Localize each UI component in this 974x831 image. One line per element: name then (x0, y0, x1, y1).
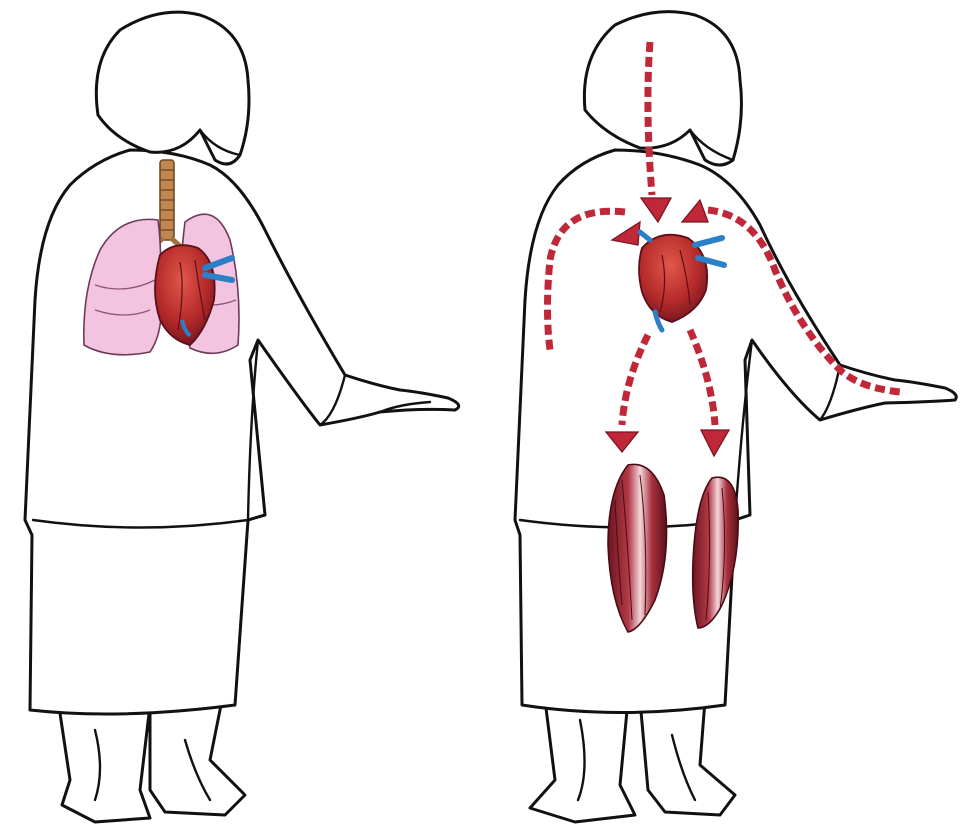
figure-left (25, 12, 459, 822)
right-figure-coat (515, 150, 956, 713)
right-figure-legs (530, 700, 735, 822)
figure-right (515, 12, 956, 822)
left-figure-legs (58, 700, 245, 822)
right-figure-head (584, 12, 741, 165)
left-figure-head (96, 12, 249, 164)
left-figure-coat (25, 150, 459, 714)
